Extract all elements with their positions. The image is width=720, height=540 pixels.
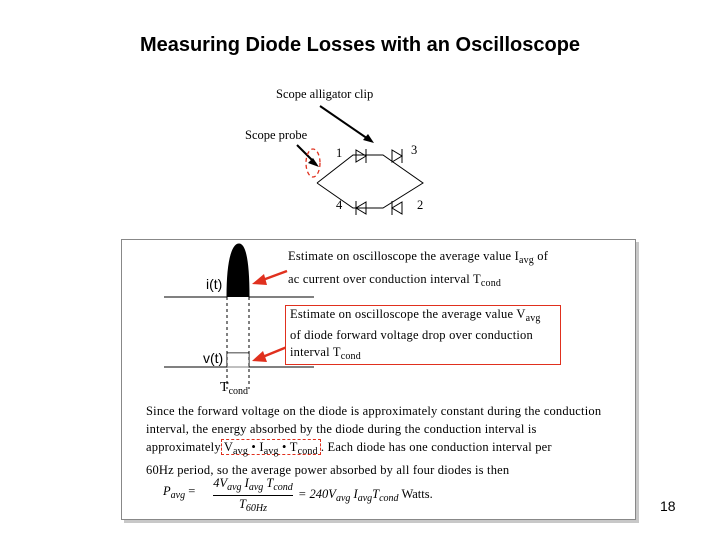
paragraph-line-1: Since the forward voltage on the diode i… [146, 404, 602, 418]
voltage-pulse [226, 352, 250, 368]
current-label: i(t) [206, 276, 223, 292]
formula-numerator: 4Vavg Iavg Tcond [213, 476, 293, 493]
diode-2-symbol [391, 201, 403, 215]
current-annotation: Estimate on oscilloscope the average val… [288, 247, 548, 293]
diode-3-label: 3 [411, 143, 418, 157]
formula-lhs: Pavg = [163, 484, 196, 501]
tcond-label: Tcond [220, 380, 248, 397]
alligator-clip-label: Scope alligator clip [276, 87, 374, 101]
diode-1-symbol [355, 149, 367, 163]
bridge-wires [316, 154, 424, 209]
diode-4-symbol [355, 201, 367, 215]
waveform-plot [164, 243, 314, 389]
probe-highlight-ellipse [305, 148, 321, 178]
diode-3-symbol [391, 149, 403, 163]
formula-fraction-bar [213, 495, 293, 496]
paragraph-line-4: 60Hz period, so the average power absorb… [146, 463, 510, 477]
probe-arrowhead [308, 158, 319, 167]
voltage-annotation-line-2: of diode forward voltage drop over condu… [290, 328, 533, 342]
current-annotation-line-1: Estimate on oscilloscope the average val… [288, 249, 549, 266]
explanation-panel [121, 239, 636, 520]
tcond-main: T [220, 380, 229, 395]
voltage-annotation-line-3: interval Tcond [290, 345, 361, 362]
voltage-annotation-box [285, 305, 561, 365]
energy-product-box: Vavg • Iavg • Tcond [220, 439, 321, 457]
diode-1-label: 1 [336, 146, 343, 160]
alligator-clip-arrowhead [363, 134, 374, 143]
formula-rhs: = 240Vavg IavgTcond Watts. [298, 487, 433, 504]
paragraph-line-2: interval, the energy absorbed by the dio… [146, 422, 537, 436]
probe-label: Scope probe [245, 128, 308, 142]
explanation-paragraph: Since the forward voltage on the diode i… [146, 402, 601, 479]
diode-bridge-diagram [296, 105, 424, 215]
formula-denominator: T60Hz [238, 497, 268, 514]
current-annotation-line-2: ac current over conduction interval Tcon… [288, 272, 502, 289]
voltage-label: v(t) [203, 350, 224, 366]
voltage-annotation-line-1: Estimate on oscilloscope the average val… [290, 307, 541, 324]
slide-title: Measuring Diode Losses with an Oscillosc… [139, 34, 581, 56]
diode-4-label: 4 [336, 198, 343, 212]
tcond-sub: cond [228, 386, 249, 397]
current-pulse [227, 244, 249, 297]
voltage-annotation: Estimate on oscilloscope the average val… [290, 306, 541, 365]
diode-2-label: 2 [417, 198, 424, 212]
page-number: 18 [660, 498, 676, 514]
current-annotation-arrowhead [252, 274, 267, 285]
voltage-annotation-arrowhead [252, 351, 267, 362]
alligator-clip-arrow [319, 105, 372, 142]
